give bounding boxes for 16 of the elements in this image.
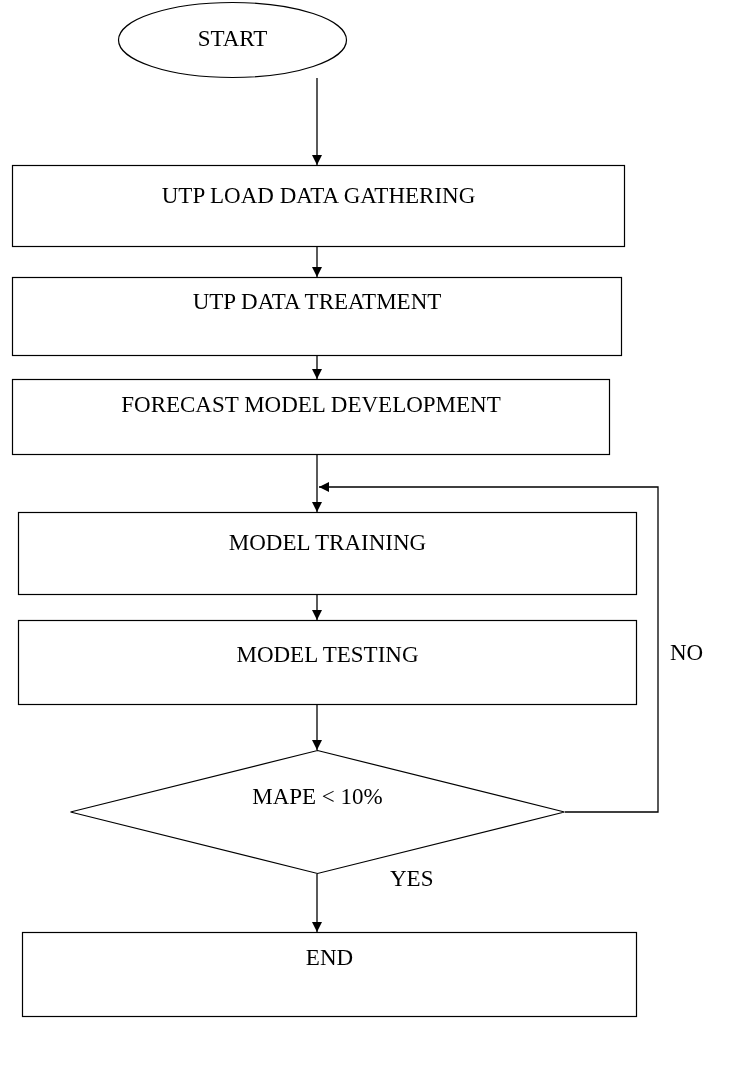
arrow — [312, 454, 322, 513]
arrow — [312, 355, 322, 380]
arrow — [312, 704, 322, 751]
arrow — [312, 873, 322, 933]
node-label: MAPE < 10% — [251, 784, 384, 810]
node-label: MODEL TESTING — [235, 642, 420, 668]
arrow — [312, 77, 322, 166]
node-label: START — [196, 26, 269, 52]
node-label: END — [304, 945, 355, 971]
node-label: MODEL TRAINING — [227, 530, 428, 556]
node-label: UTP DATA TREATMENT — [191, 289, 443, 315]
node-label: FORECAST MODEL DEVELOPMENT — [120, 392, 502, 418]
arrow — [312, 246, 322, 278]
arrow — [318, 482, 659, 813]
node-label: UTP LOAD DATA GATHERING — [160, 183, 477, 209]
arrow — [312, 594, 322, 621]
